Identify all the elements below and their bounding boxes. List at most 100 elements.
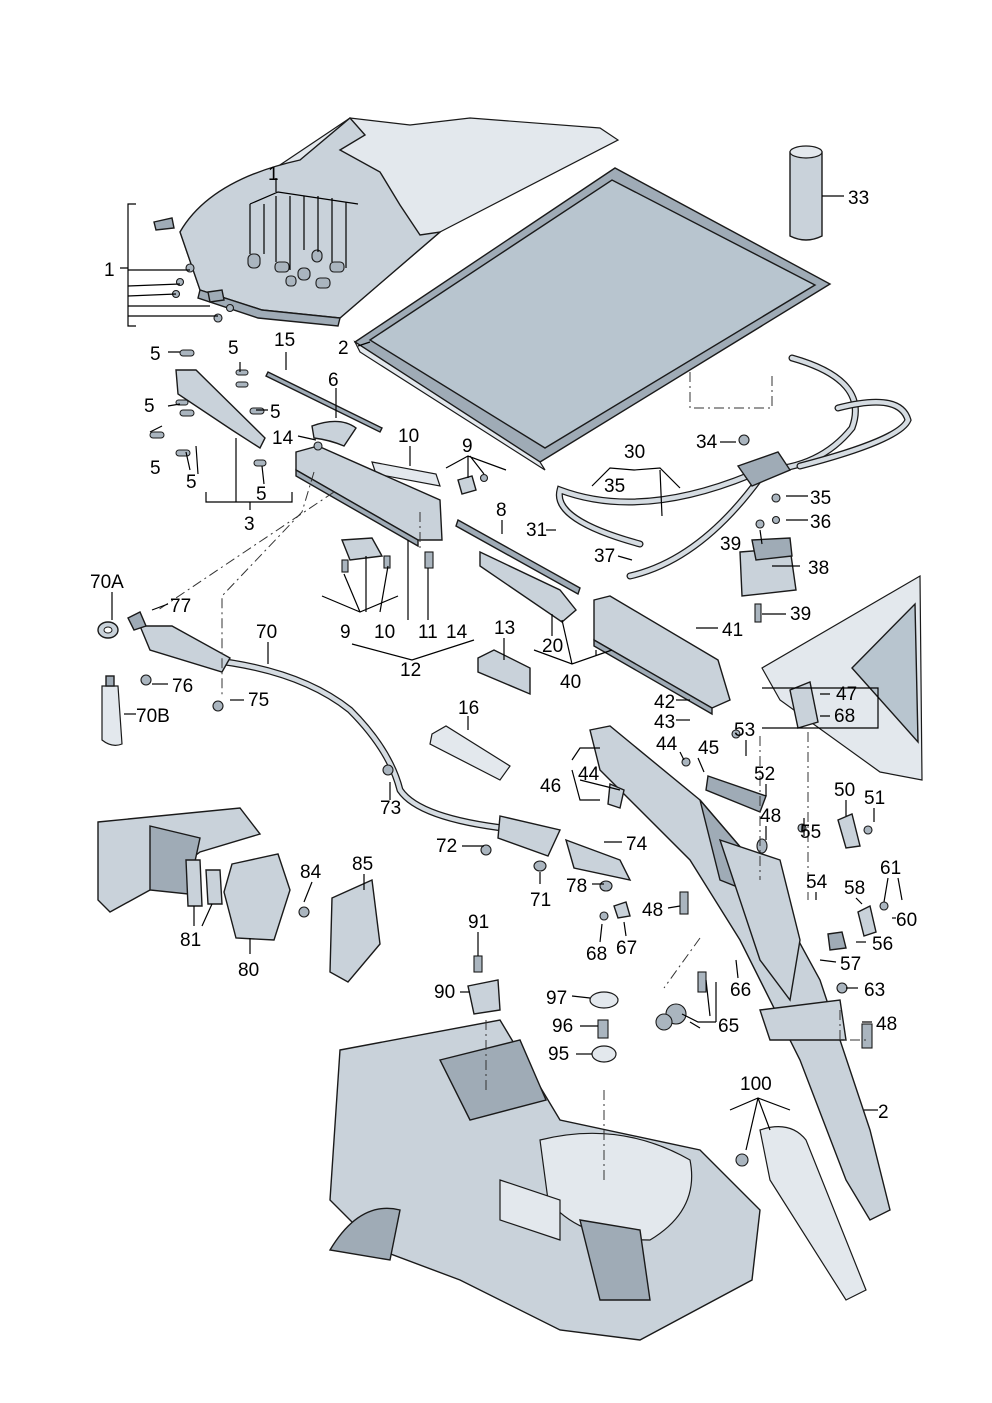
callout-48-a: 48 [760,806,781,827]
callout-44-top: 44 [656,734,678,755]
callout-48-c: 48 [876,1014,897,1035]
link-rods [265,371,443,569]
callout-77: 77 [170,596,191,617]
hydraulic-lines [555,354,912,580]
callout-9-top: 9 [462,436,473,457]
callout-42: 42 [654,692,675,713]
callout-1-left: 1 [104,260,115,281]
sealant-tube [429,725,511,781]
mounting-bracket [149,349,267,467]
callout-65: 65 [718,1016,739,1037]
callout-78: 78 [566,876,587,897]
callout-63: 63 [864,980,885,1001]
callout-84: 84 [300,862,322,883]
grommet-and-adhesive [97,621,123,746]
callout-47: 47 [836,684,857,705]
callout-11: 11 [418,622,438,643]
callout-5a: 5 [150,344,161,365]
callout-9-bottom: 9 [340,622,351,643]
callout-5g: 5 [256,484,267,505]
hinge-fasteners [599,729,889,1049]
callout-33: 33 [848,188,869,209]
callout-12: 12 [400,660,421,681]
callout-72: 72 [436,836,457,857]
callout-34: 34 [696,432,718,453]
lock-assembly [185,853,381,983]
callout-10-bottom: 10 [374,622,395,643]
callout-60: 60 [896,910,917,931]
callout-76: 76 [172,676,193,697]
callout-66: 66 [730,980,751,1001]
striker [467,955,501,1015]
callout-5c: 5 [144,396,155,417]
callout-14-bottom: 14 [446,622,468,643]
callout-97: 97 [546,988,567,1009]
drain-plugs [589,991,619,1063]
guide-brackets [340,473,731,716]
callout-70: 70 [256,622,277,643]
callout-35-left: 35 [604,476,625,497]
callout-41: 41 [722,620,743,641]
callout-8: 8 [496,500,507,521]
leader-lines [111,178,903,1151]
release-cable [138,625,561,857]
callout-16: 16 [458,698,479,719]
callout-39-top: 39 [720,534,741,555]
callout-38: 38 [808,558,829,579]
storage-tube [789,145,823,241]
callout-71: 71 [530,890,551,911]
body-shell [328,1019,761,1341]
callout-53: 53 [734,720,755,741]
callout-5e: 5 [150,458,161,479]
callout-35-right: 35 [810,488,831,509]
callout-68-bottom: 68 [586,944,607,965]
callout-37: 37 [594,546,615,567]
roof-panel [353,167,832,471]
callout-31: 31 [526,520,547,541]
callout-3: 3 [244,514,255,535]
main-hinge-arm [589,725,891,1221]
callout-96: 96 [552,1016,573,1037]
callout-6: 6 [328,370,339,391]
callout-70b: 70B [136,706,170,727]
callout-15: 15 [274,330,295,351]
callout-13: 13 [494,618,515,639]
callout-55: 55 [800,822,821,843]
callout-46: 46 [540,776,561,797]
callout-54: 54 [806,872,828,893]
callout-57: 57 [840,954,861,975]
callout-36: 36 [810,512,831,533]
callout-68-top: 68 [834,706,855,727]
callout-74: 74 [626,834,648,855]
callout-90: 90 [434,982,455,1003]
callout-56: 56 [872,934,893,955]
small-fasteners [127,611,632,892]
callout-91: 91 [468,912,489,933]
callout-52: 52 [754,764,775,785]
callout-44-bracket: 44 [578,764,600,785]
callout-5d: 5 [270,402,281,423]
callout-61: 61 [880,858,901,879]
callout-50: 50 [834,780,855,801]
callout-73: 73 [380,798,401,819]
callout-81: 81 [180,930,201,951]
callout-2-arm: 2 [878,1102,889,1123]
callout-48-b: 48 [642,900,663,921]
callout-5f: 5 [186,472,197,493]
callout-58: 58 [844,878,865,899]
callout-70a: 70A [90,572,124,593]
callout-2-roof: 2 [338,338,349,359]
callout-labels: 1 1 2 2 3 5 5 5 5 5 5 5 6 8 9 9 10 10 11… [90,164,917,1123]
callout-30: 30 [624,442,645,463]
construction-lines [157,372,866,1180]
callout-100: 100 [740,1074,772,1095]
callout-40: 40 [560,672,581,693]
callout-14-top: 14 [272,428,294,449]
callout-43: 43 [654,712,675,733]
callout-51: 51 [864,788,885,809]
callout-80: 80 [238,960,259,981]
callout-5b: 5 [228,338,239,359]
callout-75: 75 [248,690,269,711]
callout-85: 85 [352,854,373,875]
